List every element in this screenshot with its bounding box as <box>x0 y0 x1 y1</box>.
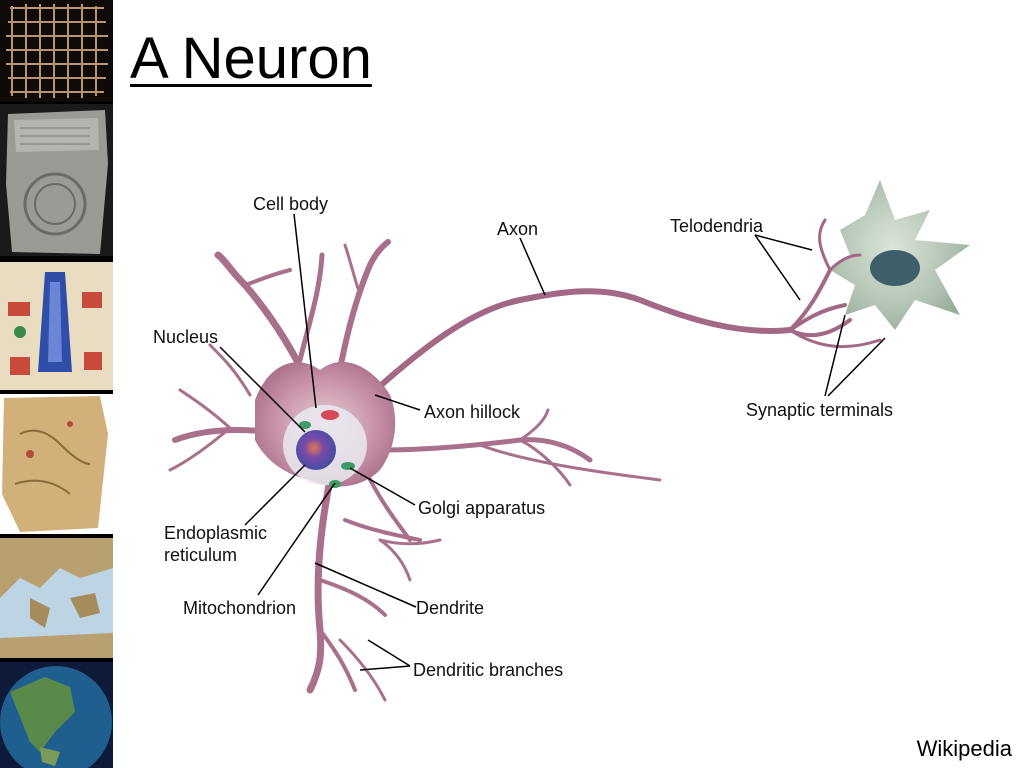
axon <box>367 218 882 398</box>
label-dendrite: Dendrite <box>416 598 484 618</box>
label-nucleus: Nucleus <box>153 327 218 347</box>
target-nucleus <box>870 250 920 286</box>
label-cell-body: Cell body <box>253 194 328 214</box>
credit-text: Wikipedia <box>916 736 1012 761</box>
mediterranean-map-image <box>0 538 113 658</box>
label-synaptic-terminals: Synaptic terminals <box>746 400 893 420</box>
mitochondrion-2 <box>299 421 311 429</box>
neuron-diagram: Cell body Axon Telodendria Nucleus Axon … <box>153 180 970 702</box>
golgi-body <box>321 410 339 420</box>
piri-reis-map-image <box>0 394 113 534</box>
medieval-map-image <box>0 262 113 390</box>
label-telodendria: Telodendria <box>670 216 764 236</box>
leader-lines <box>219 213 886 671</box>
label-endoplasmic-reticulum-line1: Endoplasmic <box>164 523 267 543</box>
cell-body <box>255 361 396 488</box>
label-axon: Axon <box>497 219 538 239</box>
label-dendritic-branches: Dendritic branches <box>413 660 563 680</box>
globe-map-image <box>0 662 113 768</box>
nucleus <box>296 430 336 470</box>
label-endoplasmic-reticulum-line2: reticulum <box>164 545 237 565</box>
dendrites <box>168 239 662 702</box>
slide-title: A Neuron <box>130 26 372 91</box>
target-cell <box>830 180 970 330</box>
clay-tablet-map-image <box>0 104 113 256</box>
label-axon-hillock: Axon hillock <box>424 402 521 422</box>
label-golgi-apparatus: Golgi apparatus <box>418 498 545 518</box>
thumbnail-sidebar <box>0 0 113 768</box>
label-mitochondrion: Mitochondrion <box>183 598 296 618</box>
grid-map-image <box>0 0 113 102</box>
